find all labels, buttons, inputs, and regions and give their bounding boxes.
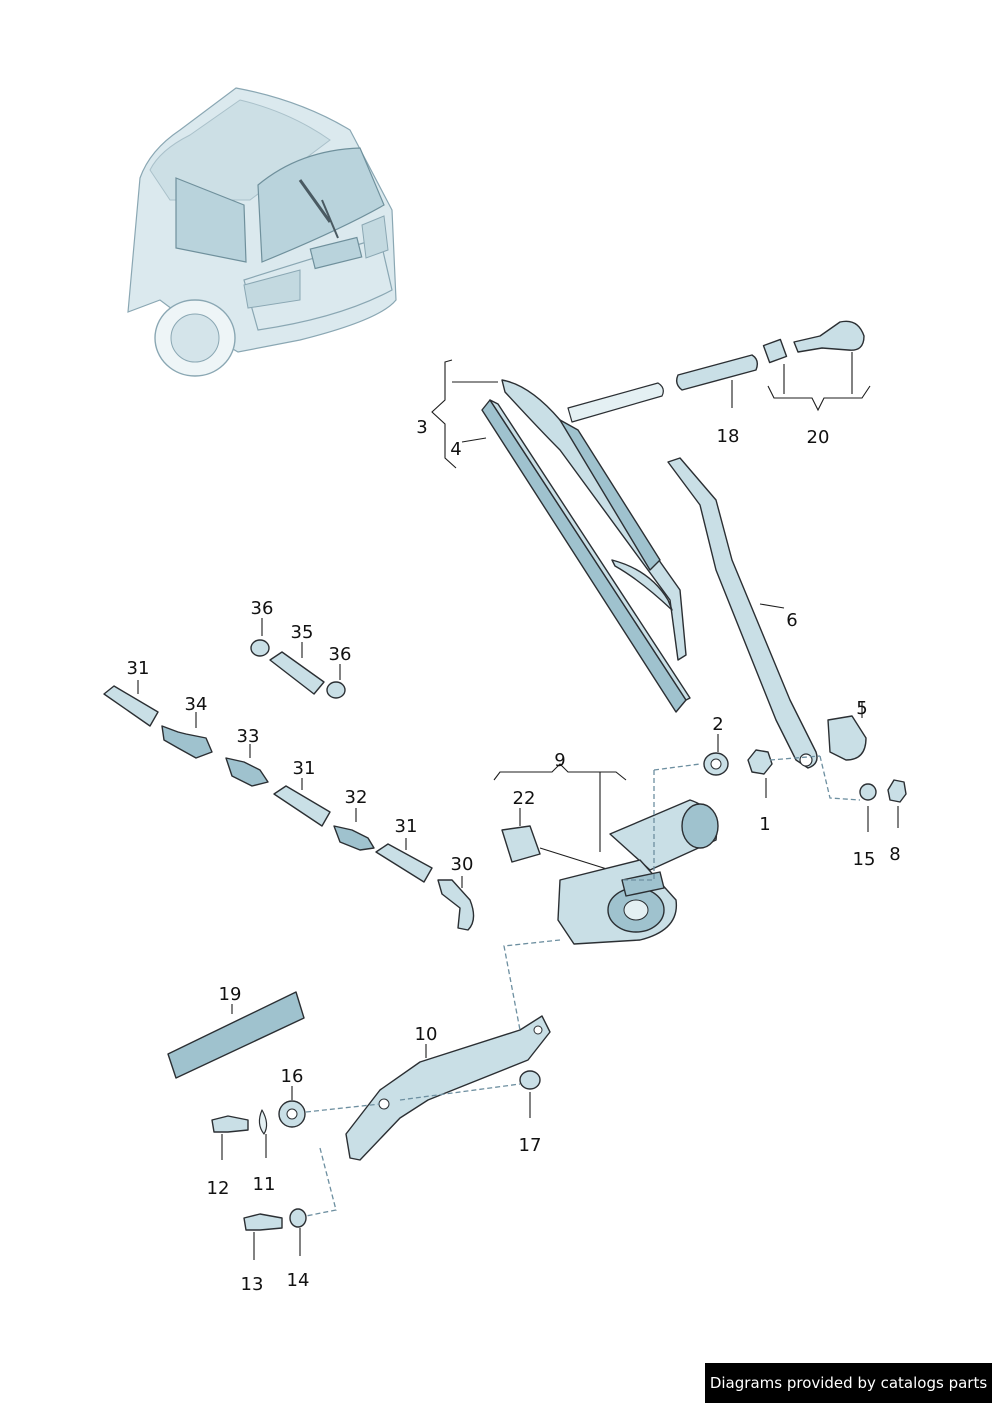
wiper-blade-assembly: [481, 379, 691, 713]
callout-18: 18: [717, 426, 740, 447]
callout-8: 8: [889, 844, 900, 865]
callout-31: 31: [127, 658, 150, 679]
wiper-motor: [501, 799, 719, 945]
car-illustration: [127, 87, 397, 377]
catalog-credit-banner: Diagrams provided by catalogs parts: [705, 1363, 992, 1403]
callout-4: 4: [450, 439, 461, 460]
callout-15: 15: [853, 849, 876, 870]
callout-17: 17: [519, 1135, 542, 1156]
callout-9: 9: [554, 750, 565, 771]
washer-hose-parts: [103, 639, 475, 931]
callout-16: 16: [281, 1066, 304, 1087]
callout-12: 12: [207, 1178, 230, 1199]
callout-34: 34: [185, 694, 208, 715]
mounting-bracket: [167, 991, 551, 1231]
callout-31: 31: [395, 816, 418, 837]
callout-2: 2: [712, 714, 723, 735]
callout-22: 22: [513, 788, 536, 809]
callout-10: 10: [415, 1024, 438, 1045]
spacer-and-nozzle: [567, 320, 865, 423]
callout-30: 30: [451, 854, 474, 875]
assembly-lines: [305, 755, 861, 1217]
callout-6: 6: [786, 610, 797, 631]
callout-5: 5: [856, 698, 867, 719]
callout-1: 1: [759, 814, 770, 835]
callout-32: 32: [345, 787, 368, 808]
callout-31: 31: [293, 758, 316, 779]
callout-35: 35: [291, 622, 314, 643]
callout-19: 19: [219, 984, 242, 1005]
callout-labels: 1 2 3 4 5 6 8 9 10 11 12 13 14 15 16 17 …: [127, 417, 901, 1295]
catalog-credit-text: Diagrams provided by catalogs parts: [709, 1374, 988, 1392]
callout-20: 20: [807, 427, 830, 448]
small-hardware: [703, 749, 907, 803]
callout-3: 3: [416, 417, 427, 438]
callout-13: 13: [241, 1274, 264, 1295]
callout-33: 33: [237, 726, 260, 747]
leader-lines: [137, 352, 899, 1260]
callout-36: 36: [251, 598, 274, 619]
callout-11: 11: [253, 1174, 276, 1195]
callout-36: 36: [329, 644, 352, 665]
wiper-arm: [667, 457, 867, 769]
callout-14: 14: [287, 1270, 310, 1291]
